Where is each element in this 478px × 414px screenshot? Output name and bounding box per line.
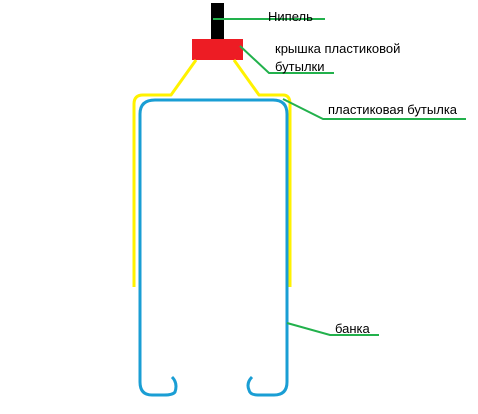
nipple-shape — [211, 3, 224, 40]
cap-leader-line — [239, 45, 334, 74]
bottle-leader-line — [282, 98, 466, 120]
bottle-cap-label-line1: крышка пластиковой — [275, 41, 400, 56]
plastic-bottle-label: пластиковая бутылка — [328, 102, 458, 117]
plastic-bottle-outline-right — [232, 59, 292, 287]
plastic-bottle-outline — [132, 59, 198, 287]
nipple-label: Нипель — [268, 9, 313, 24]
bottle-cap-label-line2: бутылки — [275, 59, 325, 74]
jar-label: банка — [335, 321, 371, 336]
jar-leader-line — [286, 322, 379, 336]
bottle-cap-shape — [192, 39, 243, 60]
jar-outline — [138, 98, 289, 397]
